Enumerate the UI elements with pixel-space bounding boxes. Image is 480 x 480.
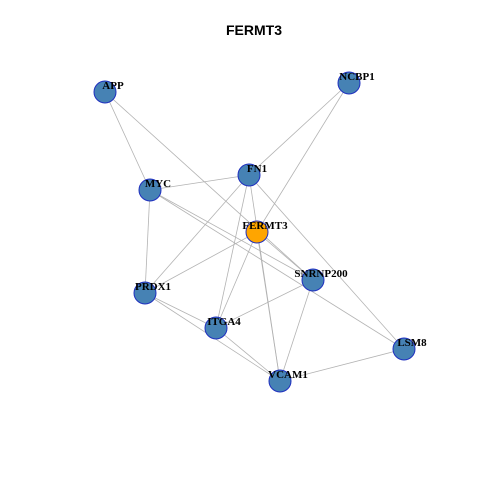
- edge-myc-prdx1: [144, 189, 151, 294]
- node-circle-vcam1: [268, 369, 292, 393]
- node-label-myc: MYC: [145, 178, 171, 190]
- edge-myc-lsm8: [149, 189, 405, 350]
- edge-vcam1-lsm8: [279, 348, 405, 382]
- node-fermt3: FERMT3: [242, 220, 288, 244]
- edge-itga4-snrnp200: [215, 279, 314, 329]
- edge-fermt3-prdx1: [144, 231, 258, 294]
- edge-itga4-vcam1: [215, 327, 281, 382]
- edge-snrnp200-vcam1: [279, 279, 314, 382]
- node-circle-app: [93, 80, 117, 104]
- edge-app-snrnp200: [104, 91, 314, 281]
- node-circle-prdx1: [133, 281, 157, 305]
- node-label-ncbp1: NCBP1: [339, 71, 374, 83]
- node-circle-ncbp1: [337, 71, 361, 95]
- node-circle-fermt3: [245, 220, 269, 244]
- node-label-prdx1: PRDX1: [135, 281, 171, 293]
- node-snrnp200: SNRNP200: [294, 268, 348, 292]
- node-circle-itga4: [204, 316, 228, 340]
- edge-fermt3-snrnp200: [256, 231, 314, 281]
- node-vcam1: VCAM1: [268, 369, 308, 393]
- node-prdx1: PRDX1: [133, 281, 171, 305]
- node-circle-myc: [138, 178, 162, 202]
- node-label-snrnp200: SNRNP200: [294, 268, 348, 280]
- edge-myc-snrnp200: [149, 189, 314, 281]
- edge-ncbp1-fermt3: [256, 82, 350, 233]
- node-circle-lsm8: [392, 337, 416, 361]
- node-fn1: FN1: [237, 163, 267, 187]
- node-ncbp1: NCBP1: [337, 71, 375, 95]
- edge-fn1-itga4: [215, 174, 250, 329]
- edge-fn1-lsm8: [248, 174, 405, 350]
- node-circle-fn1: [237, 163, 261, 187]
- node-label-vcam1: VCAM1: [268, 369, 308, 381]
- node-lsm8: LSM8: [392, 337, 427, 361]
- edge-ncbp1-fn1: [248, 82, 350, 176]
- node-label-fn1: FN1: [247, 163, 267, 175]
- node-label-lsm8: LSM8: [397, 337, 427, 349]
- edge-fn1-prdx1: [144, 174, 250, 294]
- edge-prdx1-itga4: [144, 292, 217, 329]
- node-myc: MYC: [138, 178, 171, 202]
- edge-myc-fn1: [149, 174, 250, 191]
- edge-fermt3-itga4: [215, 231, 258, 329]
- node-label-app: APP: [102, 80, 124, 92]
- edge-app-myc: [104, 91, 151, 191]
- node-circle-snrnp200: [301, 268, 325, 292]
- node-label-fermt3: FERMT3: [242, 220, 288, 232]
- edge-fermt3-vcam1: [256, 231, 281, 382]
- diagram-title: FERMT3: [226, 22, 282, 38]
- node-itga4: ITGA4: [204, 316, 241, 340]
- node-app: APP: [93, 80, 124, 104]
- node-label-itga4: ITGA4: [207, 316, 241, 328]
